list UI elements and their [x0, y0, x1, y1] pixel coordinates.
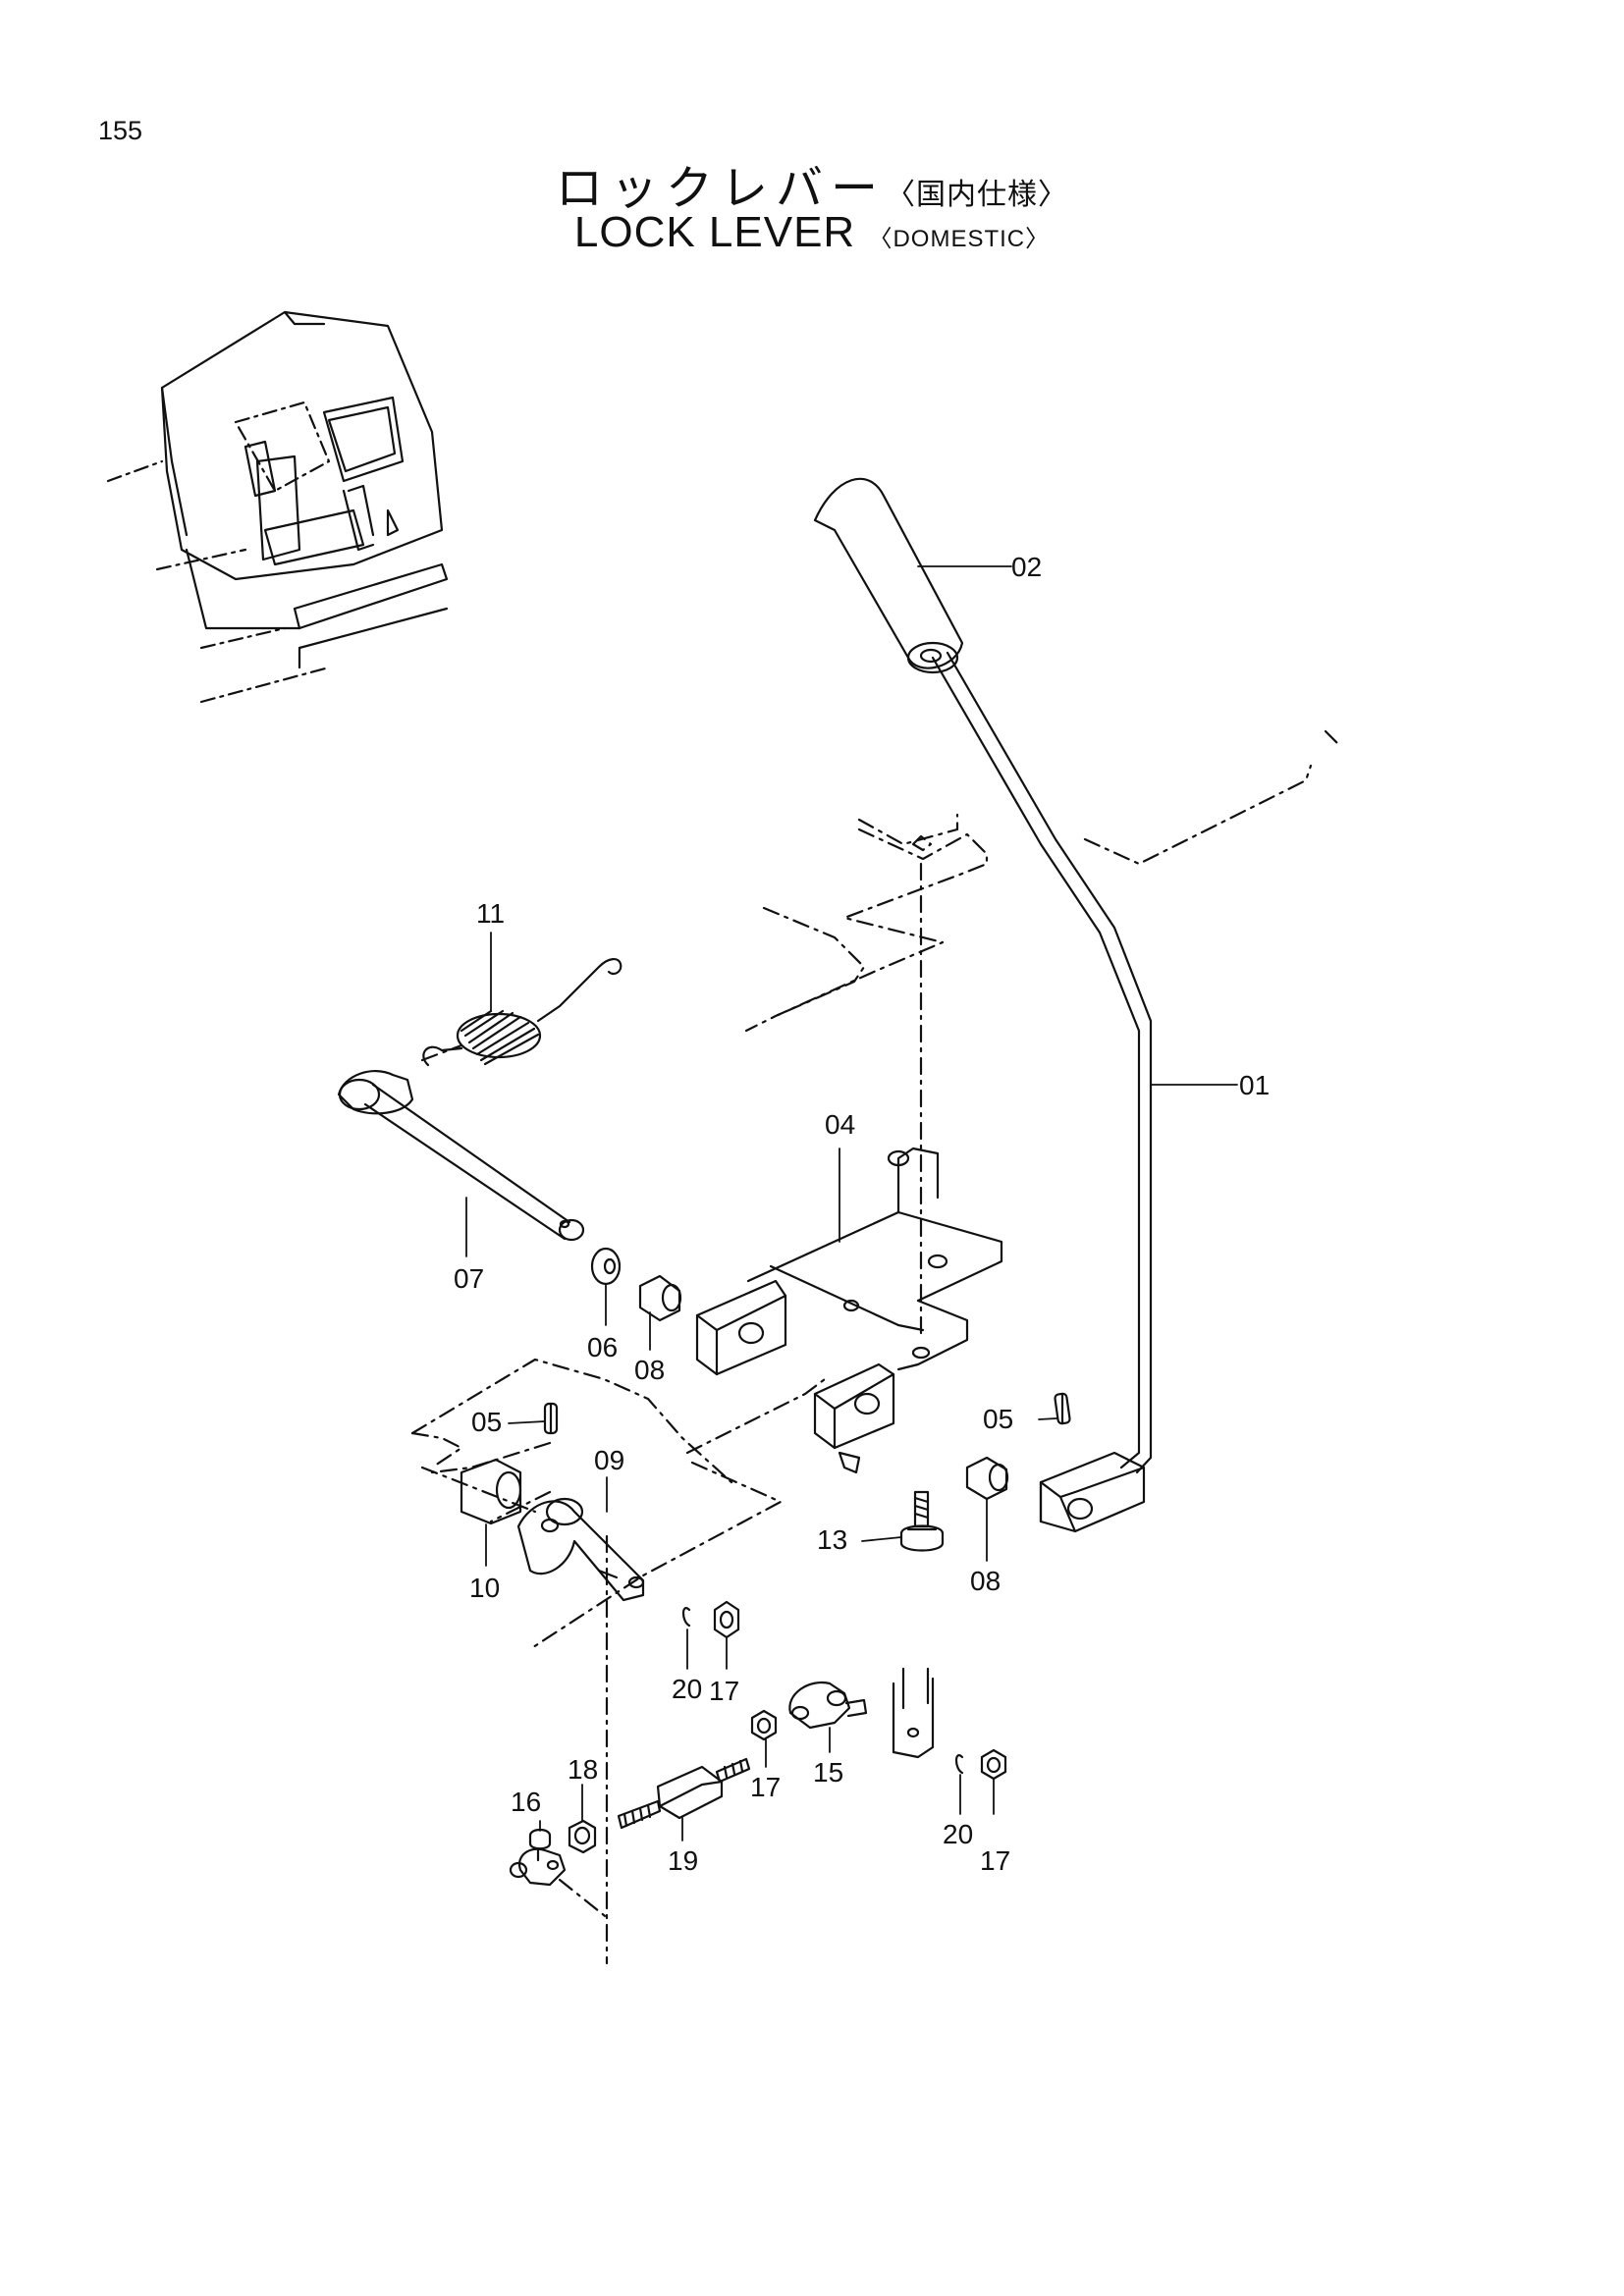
- title-jp-sub: 〈国内仕様〉: [886, 178, 1068, 212]
- adjusting-rod: [617, 1757, 751, 1830]
- nut-upper: [713, 1600, 740, 1639]
- callout-20-lower: 20: [943, 1819, 973, 1849]
- lever-grip: [813, 477, 964, 674]
- callout-06: 06: [587, 1332, 618, 1362]
- return-spring: [422, 958, 623, 1067]
- callout-17-upper: 17: [709, 1676, 739, 1706]
- bushing-lower: [965, 1456, 1009, 1501]
- ball-joint-right: [788, 1681, 868, 1730]
- mounting-tab: [892, 1667, 935, 1759]
- ball-joint-left: [509, 1828, 567, 1887]
- spring-pin-right: [1054, 1392, 1071, 1425]
- callout-20-upper: 20: [672, 1674, 702, 1704]
- callout-11: 11: [476, 898, 505, 929]
- flange-bolt: [899, 1490, 945, 1552]
- callout-04: 04: [825, 1109, 855, 1140]
- lock-nut: [568, 1819, 597, 1854]
- spring-pin-left: [543, 1402, 559, 1435]
- title-en-main: LOCK LEVER: [573, 208, 856, 256]
- callout-02: 02: [1011, 552, 1042, 582]
- lever-bracket: [695, 1147, 1003, 1474]
- title-japanese: ロックレバー〈国内仕様〉: [0, 149, 1624, 218]
- callout-07: 07: [454, 1263, 484, 1294]
- page-number: 155: [98, 116, 143, 145]
- title-english: LOCK LEVER 〈DOMESTIC〉: [0, 208, 1624, 257]
- lock-lever-rod: [931, 651, 1153, 1533]
- callout-16: 16: [511, 1787, 541, 1817]
- pivot-shaft: [337, 1070, 585, 1242]
- callout-01: 01: [1239, 1070, 1270, 1100]
- callout-18: 18: [568, 1754, 598, 1785]
- callout-19: 19: [668, 1845, 698, 1876]
- callout-05-left: 05: [471, 1407, 502, 1437]
- callout-08-lower: 08: [970, 1566, 1001, 1596]
- cab-overview-illustration: [106, 310, 449, 704]
- callout-08-upper: 08: [634, 1355, 665, 1385]
- title-jp-main: ロックレバー: [555, 161, 886, 216]
- lever-arm: [516, 1497, 645, 1602]
- callout-17-lower: 17: [980, 1845, 1010, 1876]
- nut-lower: [980, 1748, 1007, 1781]
- callout-17-middle: 17: [750, 1772, 781, 1802]
- snap-ring-lower: [954, 1754, 964, 1775]
- callout-15: 15: [813, 1757, 843, 1788]
- callout-10: 10: [469, 1573, 500, 1603]
- washer: [590, 1247, 622, 1286]
- callout-13: 13: [817, 1524, 847, 1555]
- callout-09: 09: [594, 1445, 624, 1475]
- title-en-sub: 〈DOMESTIC〉: [868, 226, 1051, 252]
- callout-05-right: 05: [983, 1404, 1013, 1434]
- leader-lines: [465, 565, 1238, 1842]
- snap-ring-upper: [681, 1607, 691, 1628]
- nut-middle: [750, 1709, 778, 1741]
- collar: [460, 1458, 522, 1525]
- bushing-upper: [638, 1274, 682, 1322]
- floor-reference-outline: [410, 729, 1342, 1965]
- callout-labels: 02 01 04 11 07 06 08 05 05 09 10 13 08 2…: [454, 552, 1270, 1876]
